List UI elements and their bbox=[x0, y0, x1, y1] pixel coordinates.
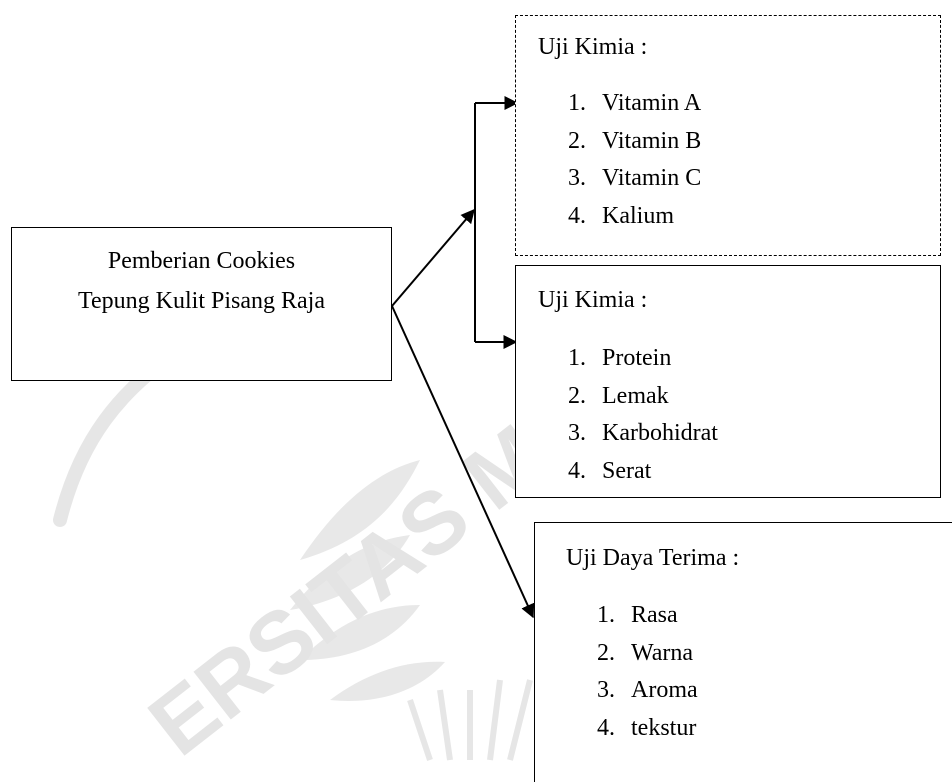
list-item: 3.Karbohidrat bbox=[568, 420, 718, 446]
acceptance-test-box: Uji Daya Terima : 1.Rasa 2.Warna 3.Aroma… bbox=[534, 522, 952, 782]
list-item: 2.Lemak bbox=[568, 382, 669, 409]
list-item: 3.Vitamin C bbox=[568, 165, 702, 191]
list-item: 3.Aroma bbox=[597, 677, 698, 703]
vitamin-test-title: Uji Kimia : bbox=[538, 34, 648, 60]
vitamin-test-box: Uji Kimia : 1.Vitamin A 2.Vitamin B 3.Vi… bbox=[515, 15, 941, 256]
vitamin-test-list: 1.Vitamin A 2.Vitamin B 3.Vitamin C 4.Ka… bbox=[568, 85, 701, 235]
list-item: 2.Vitamin B bbox=[568, 127, 702, 154]
list-item: 1.Rasa bbox=[597, 602, 678, 628]
list-item: 2.Warna bbox=[597, 639, 694, 666]
acceptance-test-list: 1.Rasa 2.Warna 3.Aroma 4.tekstur bbox=[597, 597, 698, 747]
list-item: 4.Kalium bbox=[568, 202, 674, 229]
arrow-to-acceptance bbox=[391, 305, 535, 619]
source-line-1: Pemberian Cookies bbox=[107, 248, 296, 274]
list-item: 4.tekstur bbox=[597, 714, 697, 741]
proximate-test-box: Uji Kimia : 1.Protein 2.Lemak 3.Karbohid… bbox=[515, 265, 941, 498]
arrow-to-bracket bbox=[391, 208, 475, 307]
list-item: 1.Protein bbox=[568, 345, 672, 371]
list-item: 1.Vitamin A bbox=[568, 90, 702, 116]
proximate-test-title: Uji Kimia : bbox=[538, 287, 648, 313]
acceptance-test-title: Uji Daya Terima : bbox=[566, 545, 740, 571]
source-box: Pemberian Cookies Tepung Kulit Pisang Ra… bbox=[11, 227, 392, 381]
proximate-test-list: 1.Protein 2.Lemak 3.Karbohidrat 4.Serat bbox=[568, 340, 718, 490]
source-line-2: Tepung Kulit Pisang Raja bbox=[78, 288, 325, 314]
list-item: 4.Serat bbox=[568, 457, 652, 484]
leaf-shape bbox=[300, 460, 420, 560]
